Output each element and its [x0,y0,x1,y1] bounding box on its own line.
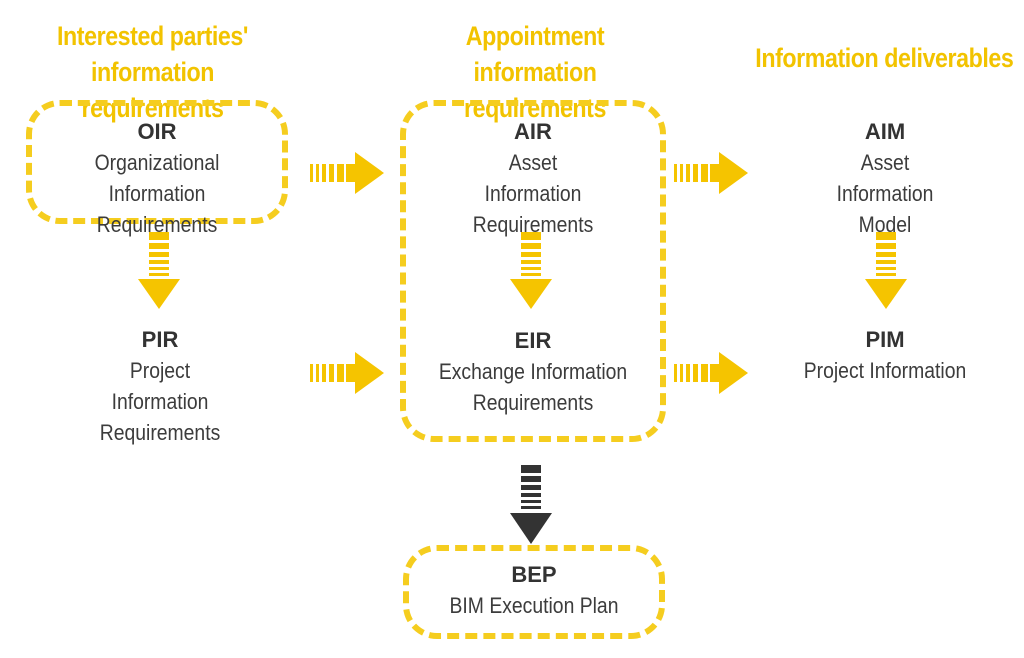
pim-full: Project Information [803,358,967,383]
pir-abbr: PIR [141,327,179,352]
oir-full: Organizational Information Requirements [94,150,220,237]
air-abbr: AIR [514,119,552,144]
arrow-oir-to-pir [138,232,180,309]
arrow-air-to-eir [510,232,552,309]
node-air: AIR Asset Information Requirements [400,117,666,240]
node-bep: BEP BIM Execution Plan [403,560,665,621]
oir-abbr: OIR [137,119,177,144]
bep-full: BIM Execution Plan [449,593,619,618]
arrow-oir-to-air [310,152,384,194]
node-oir: OIR Organizational Information Requireme… [26,117,288,240]
aim-abbr: AIM [864,119,906,144]
arrow-air-to-aim [674,152,748,194]
heading-appointment: Appointment information requirements [464,21,606,123]
pim-abbr: PIM [865,327,905,352]
oir-frame [26,100,288,224]
pir-full: Project Information Requirements [99,358,221,445]
node-pim: PIM Project Information [760,325,1010,386]
node-aim: AIM Asset Information Model [760,117,1010,240]
heading-deliverables: Information deliverables [755,43,1014,73]
appointment-frame [400,100,666,442]
bep-frame [403,545,665,639]
heading-interested-parties: Interested parties' information requirem… [57,21,248,123]
arrow-pir-to-eir [310,352,384,394]
arrow-eir-to-pim [674,352,748,394]
node-eir: EIR Exchange Information Requirements [400,326,666,418]
aim-full: Asset Information Model [836,150,934,237]
eir-full: Exchange Information Requirements [438,359,628,415]
air-full: Asset Information Requirements [472,150,594,237]
arrow-aim-to-pim [865,232,907,309]
arrow-eir-to-bep [510,465,552,544]
bep-abbr: BEP [511,562,557,587]
node-pir: PIR Project Information Requirements [40,325,280,448]
eir-abbr: EIR [514,328,552,353]
